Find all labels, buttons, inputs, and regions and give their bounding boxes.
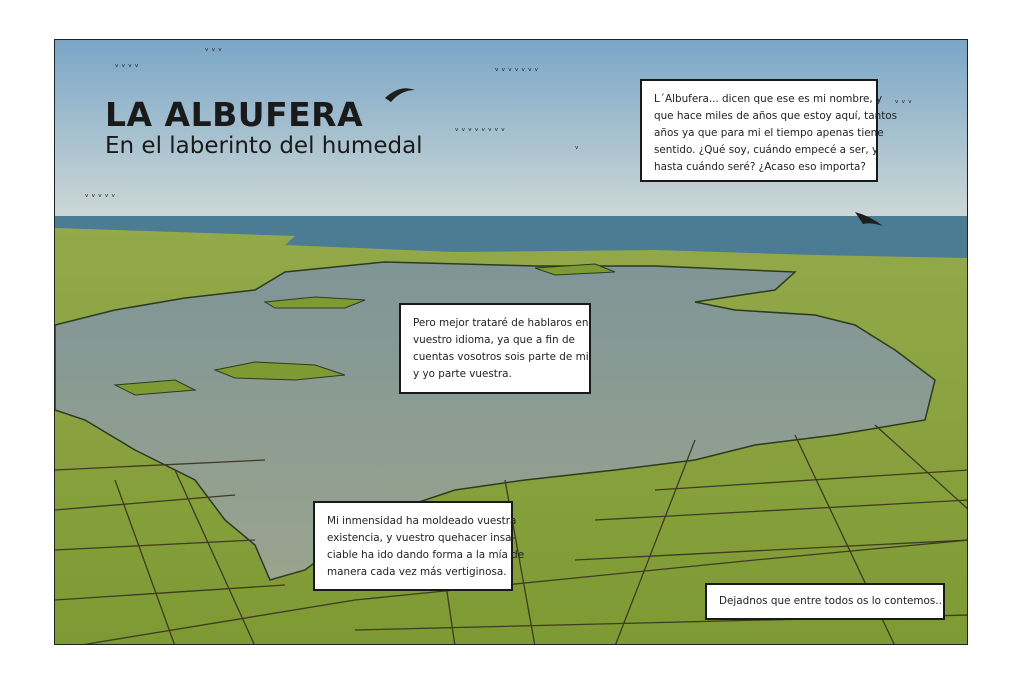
svg-text:ᵛ: ᵛ bbox=[575, 145, 579, 155]
svg-text:ᵛ ᵛ ᵛ ᵛ ᵛ ᵛ ᵛ ᵛ: ᵛ ᵛ ᵛ ᵛ ᵛ ᵛ ᵛ ᵛ bbox=[455, 127, 505, 137]
caption-line: L´Albufera... dicen que ese es mi nombre… bbox=[654, 93, 883, 105]
birds: ᵛ ᵛ ᵛ ᵛ ᵛ ᵛ ᵛ ᵛ ᵛ ᵛ ᵛ ᵛ ᵛ ᵛ ᵛ ᵛ ᵛ ᵛ ᵛ ᵛ ᵛ … bbox=[85, 47, 912, 226]
field-lines bbox=[55, 424, 967, 644]
caption-box-3: Mi inmensidad ha moldeado vuestra existe… bbox=[313, 501, 525, 591]
caption-box-4: Dejadnos que entre todos os lo contemos.… bbox=[705, 583, 945, 620]
comic-panel: ᵛ ᵛ ᵛ ᵛ ᵛ ᵛ ᵛ ᵛ ᵛ ᵛ ᵛ ᵛ ᵛ ᵛ ᵛ ᵛ ᵛ ᵛ ᵛ ᵛ ᵛ … bbox=[54, 39, 968, 645]
caption-box-2: Pero mejor trataré de hablaros en vuestr… bbox=[399, 303, 591, 394]
svg-text:ᵛ ᵛ ᵛ ᵛ: ᵛ ᵛ ᵛ ᵛ bbox=[115, 63, 139, 73]
caption-line: Pero mejor trataré de hablaros en bbox=[413, 317, 589, 329]
caption-line: y yo parte vuestra. bbox=[413, 368, 512, 380]
svg-text:ᵛ ᵛ ᵛ ᵛ ᵛ ᵛ ᵛ: ᵛ ᵛ ᵛ ᵛ ᵛ ᵛ ᵛ bbox=[495, 67, 539, 77]
lagoon bbox=[55, 261, 936, 581]
title-main: LA ALBUFERA bbox=[105, 95, 364, 134]
caption-line: vuestro idioma, ya que a fin de bbox=[413, 334, 575, 346]
caption-line: Mi inmensidad ha moldeado vuestra bbox=[327, 515, 517, 527]
caption-line: hasta cuándo seré? ¿Acaso eso importa? bbox=[654, 161, 866, 173]
caption-line: ciable ha ido dando forma a la mía de bbox=[327, 549, 525, 561]
caption-line: manera cada vez más vertiginosa. bbox=[327, 566, 507, 578]
islands bbox=[113, 263, 616, 396]
title-subtitle: En el laberinto del humedal bbox=[105, 133, 423, 159]
caption-box-1: L´Albufera... dicen que ese es mi nombre… bbox=[640, 79, 898, 182]
caption-line: cuentas vosotros sois parte de mi bbox=[413, 351, 589, 363]
svg-text:ᵛ ᵛ ᵛ: ᵛ ᵛ ᵛ bbox=[895, 99, 912, 109]
caption-line: sentido. ¿Qué soy, cuándo empecé a ser, … bbox=[654, 144, 879, 156]
caption-line: existencia, y vuestro quehacer insa- bbox=[327, 532, 516, 544]
caption-line: Dejadnos que entre todos os lo contemos.… bbox=[719, 595, 946, 607]
caption-line: que hace miles de años que estoy aquí, t… bbox=[654, 110, 898, 122]
albufera-landscape-illustration: ᵛ ᵛ ᵛ ᵛ ᵛ ᵛ ᵛ ᵛ ᵛ ᵛ ᵛ ᵛ ᵛ ᵛ ᵛ ᵛ ᵛ ᵛ ᵛ ᵛ ᵛ … bbox=[55, 40, 967, 644]
svg-text:ᵛ ᵛ ᵛ: ᵛ ᵛ ᵛ bbox=[205, 47, 222, 57]
caption-line: años ya que para mi el tiempo apenas tie… bbox=[654, 127, 884, 139]
page-title: LA ALBUFERA En el laberinto del humedal bbox=[105, 95, 423, 160]
svg-text:ᵛ ᵛ ᵛ ᵛ ᵛ: ᵛ ᵛ ᵛ ᵛ ᵛ bbox=[85, 193, 115, 203]
